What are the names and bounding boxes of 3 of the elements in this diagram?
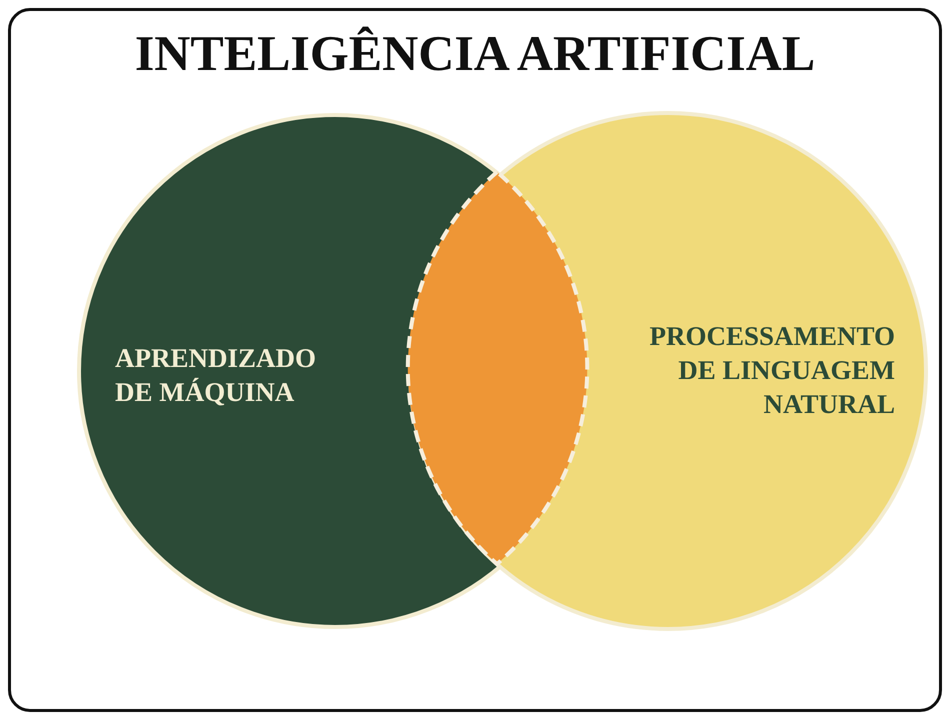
title-heading: INTELIGÊNCIA ARTIFICIAL [134,24,816,83]
circle-label: APRENDIZADO DE MÁQUINA [115,342,318,409]
circle-label: PROCESSAMENTO DE LINGUAGEM NATURAL [648,320,895,421]
